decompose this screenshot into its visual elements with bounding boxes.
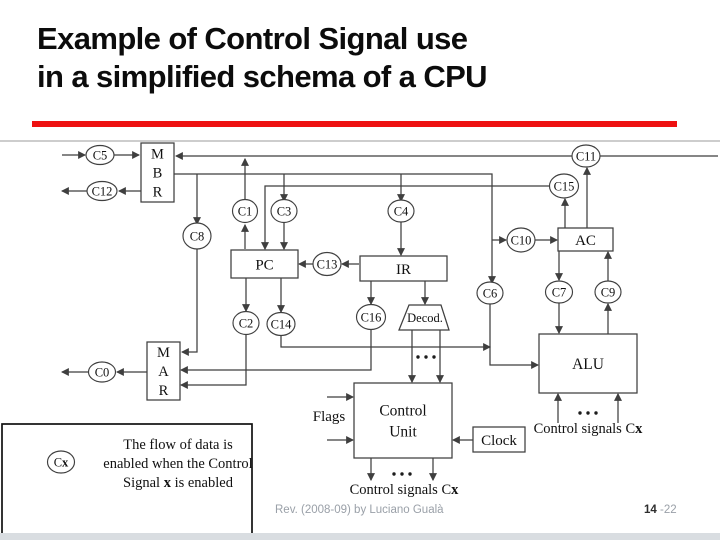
signal-c11-label: C11 [576, 149, 596, 163]
legend-text-line2: enabled when the Control [103, 456, 252, 472]
signal-c4-label: C4 [394, 204, 409, 218]
c8-to-mar [180, 249, 198, 357]
signal-c16-oval [355, 303, 387, 331]
signal-c0-oval [87, 361, 117, 383]
legend-signal-cx-label: Cx [54, 455, 69, 469]
ir-register-box [359, 255, 448, 282]
mbr-register-label: M [151, 147, 164, 163]
ellipsis-dots [392, 472, 396, 476]
signal-c14-oval [266, 311, 296, 337]
signal-c1-label: C1 [238, 204, 253, 218]
signal-c13-label: C13 [317, 257, 338, 271]
mar-register-label: R [159, 383, 169, 399]
signal-c4-oval [387, 199, 415, 223]
ac-register-label: AC [575, 233, 596, 249]
signal-c7-oval [544, 280, 574, 304]
decoder-shape [398, 304, 450, 331]
mbr-register-box [140, 142, 175, 203]
signal-c8-oval [182, 222, 212, 250]
signal-c6-oval [476, 281, 504, 305]
footer-credit: Rev. (2008-09) by Luciano Gualà [275, 504, 444, 516]
slide-title-line2: in a simplified schema of a CPU [37, 59, 488, 94]
legend-frame-box [1, 423, 253, 539]
signal-c7-label: C7 [552, 285, 567, 299]
signal-c5-oval [85, 144, 115, 166]
pc-register-box [230, 249, 299, 279]
signal-c14-label: C14 [271, 317, 293, 331]
signal-c10-label: C10 [511, 233, 532, 247]
footer-page-number: 14 -22 [644, 504, 677, 516]
pc-register-label: PC [255, 257, 273, 273]
signal-c1-oval [231, 198, 259, 224]
alu-unit-box [538, 333, 638, 394]
control-unit-label: Unit [389, 423, 417, 440]
legend-text-line1: The flow of data is [123, 437, 233, 453]
ellipsis-dots [432, 355, 436, 359]
signal-c6-label: C6 [483, 286, 498, 300]
signal-c16-label: C16 [361, 310, 382, 324]
signal-c2-oval [232, 310, 260, 336]
ellipsis-dots [408, 472, 412, 476]
signal-c0-label: C0 [95, 365, 110, 379]
signal-c2-label: C2 [239, 316, 254, 330]
slide-bottom-bar [0, 533, 720, 540]
mbr-register-label: B [153, 166, 163, 182]
signal-c3-oval [270, 198, 298, 224]
ellipsis-dots [586, 411, 590, 415]
signal-c12-label: C12 [92, 184, 113, 198]
mbr-register-label: R [153, 185, 163, 201]
signal-c9-label: C9 [601, 285, 616, 299]
page-number: 14 [644, 504, 657, 516]
clock-box [472, 426, 526, 453]
ellipsis-dots [400, 472, 404, 476]
legend-signal-cx-oval [46, 450, 76, 474]
signal-c8-label: C8 [190, 229, 205, 243]
c15-to-pc [260, 185, 549, 251]
mar-register-label: A [158, 364, 169, 380]
signal-c9-oval [594, 280, 622, 304]
alu-unit-label: ALU [572, 356, 604, 373]
ellipsis-dots [424, 355, 428, 359]
mbr-out-bus-to-c6 [174, 173, 497, 285]
control-signals-label-alu: Control signals Cx [534, 421, 644, 437]
c6-to-alu [489, 304, 540, 370]
mar-register-box [146, 341, 181, 401]
slide-title: Example of Control Signal use in a simpl… [37, 20, 488, 96]
control-unit-box [353, 382, 453, 459]
signal-c15-label: C15 [554, 179, 575, 193]
control-signals-label-cu: Control signals Cx [350, 482, 460, 498]
title-underline [32, 121, 677, 127]
c14-to-alu-input [280, 336, 492, 352]
decoder-label: Decod. [407, 311, 443, 325]
slide-title-line1: Example of Control Signal use [37, 21, 468, 56]
flags-label: Flags [313, 409, 346, 425]
c2-to-mar [179, 335, 247, 390]
signal-c15-oval [548, 173, 580, 199]
page-suffix: -22 [656, 504, 677, 516]
signal-c10-oval [506, 227, 536, 253]
c16-to-mar [179, 330, 372, 375]
ellipsis-dots [594, 411, 598, 415]
ac-register-box [557, 227, 614, 252]
signal-c11-oval [571, 144, 601, 168]
signal-c12-oval [86, 180, 118, 202]
signal-c5-label: C5 [93, 148, 108, 162]
ellipsis-dots [416, 355, 420, 359]
clock-label: Clock [481, 433, 517, 449]
mar-register-label: M [157, 345, 170, 361]
ir-register-label: IR [396, 262, 411, 278]
ellipsis-dots [578, 411, 582, 415]
control-unit-label: Control [379, 402, 426, 419]
legend-text-line3: Signal x is enabled [123, 475, 234, 491]
signal-c13-oval [312, 251, 342, 277]
signal-c3-label: C3 [277, 204, 292, 218]
